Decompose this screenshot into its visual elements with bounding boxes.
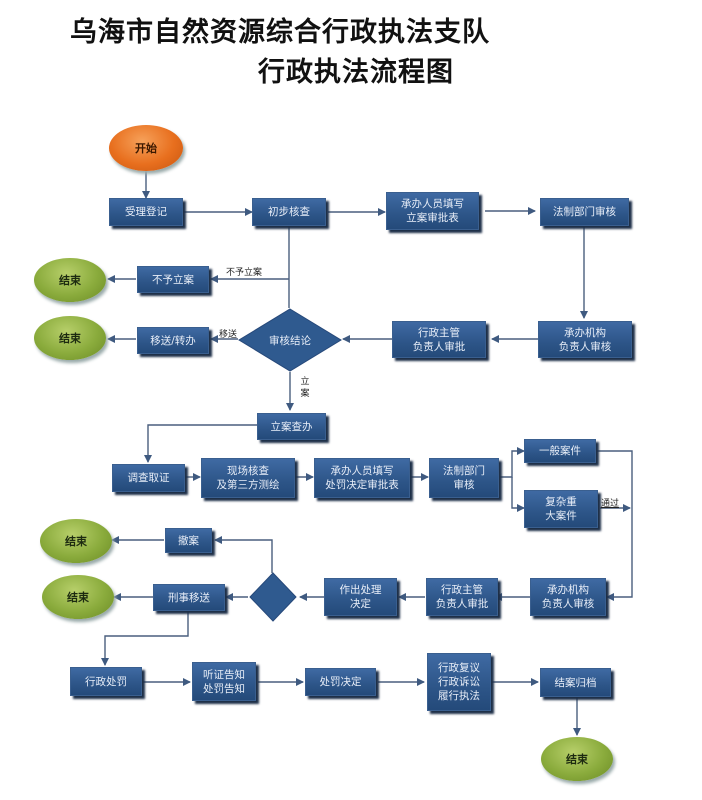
node-withdraw-case[interactable]: 撤案	[165, 528, 212, 553]
edge-label-filed: 立案	[300, 377, 310, 399]
node-legal-review-2[interactable]: 法制部门 审核	[429, 458, 499, 498]
edge-legal2-branch	[498, 447, 525, 478]
edge-label-transfer: 移送	[219, 330, 238, 340]
node-transfer[interactable]: 移送/转办	[137, 327, 209, 354]
node-case-handling[interactable]: 立案查办	[257, 413, 326, 440]
node-not-filed[interactable]: 不予立案	[137, 266, 209, 293]
end-node-1[interactable]: 结束	[34, 258, 106, 302]
node-ordinary-case[interactable]: 一般案件	[524, 439, 596, 463]
node-org-head-review-1[interactable]: 承办机构 负责人审核	[538, 321, 632, 358]
end-node-2[interactable]: 结束	[34, 316, 106, 360]
node-archive[interactable]: 结案归档	[540, 668, 611, 697]
end-node-3[interactable]: 结束	[40, 519, 112, 563]
node-penalty-decision[interactable]: 处罚决定	[305, 668, 376, 696]
node-make-decision[interactable]: 作出处理 决定	[324, 578, 397, 616]
node-site-check[interactable]: 现场核查 及第三方测绘	[201, 458, 295, 498]
page-subtitle: 行政执法流程图	[258, 57, 454, 88]
node-review-litigation[interactable]: 行政复议 行政诉讼 履行执法	[427, 653, 491, 711]
node-admin-head-approve-1[interactable]: 行政主管 负责人审批	[392, 321, 486, 358]
node-admin-penalty[interactable]: 行政处罚	[70, 667, 142, 696]
node-criminal-transfer[interactable]: 刑事移送	[153, 584, 225, 611]
node-legal-review-1[interactable]: 法制部门审核	[540, 198, 629, 226]
node-admin-head-approve-2[interactable]: 行政主管 负责人审批	[426, 578, 498, 616]
node-complex-case[interactable]: 复杂重 大案件	[524, 490, 598, 528]
node-register[interactable]: 受理登记	[109, 198, 183, 226]
edge-diamond-withdraw	[214, 536, 273, 573]
edge-case-investigation	[144, 424, 257, 463]
node-fill-filing-form[interactable]: 承办人员填写 立案审批表	[386, 192, 479, 230]
edge-label-not-filed: 不予立案	[226, 268, 263, 278]
end-node-4[interactable]: 结束	[42, 575, 114, 619]
node-review-conclusion[interactable]: 审核结论	[238, 308, 342, 372]
node-fill-penalty-form[interactable]: 承办人员填写 处罚决定审批表	[314, 458, 410, 498]
review-conclusion-label: 审核结论	[269, 334, 311, 347]
node-org-head-review-2[interactable]: 承办机构 负责人审核	[530, 578, 606, 616]
node-hearing-notice[interactable]: 听证告知 处罚告知	[192, 662, 256, 701]
end-node-5[interactable]: 结束	[541, 737, 613, 781]
node-preliminary-check[interactable]: 初步核查	[252, 198, 326, 226]
node-investigation[interactable]: 调查取证	[112, 464, 185, 492]
node-decision-diamond[interactable]	[249, 572, 297, 622]
diamond-shape	[238, 308, 342, 372]
edge-criminal-penalty	[101, 611, 189, 666]
edge-ordinary-rail	[596, 450, 633, 601]
page-title: 乌海市自然资源综合行政执法支队	[70, 17, 490, 48]
edge-label-passed: 通过	[601, 499, 620, 509]
diamond-shape	[249, 572, 297, 622]
start-node[interactable]: 开始	[109, 125, 183, 171]
edge-branch-complex	[511, 477, 525, 512]
